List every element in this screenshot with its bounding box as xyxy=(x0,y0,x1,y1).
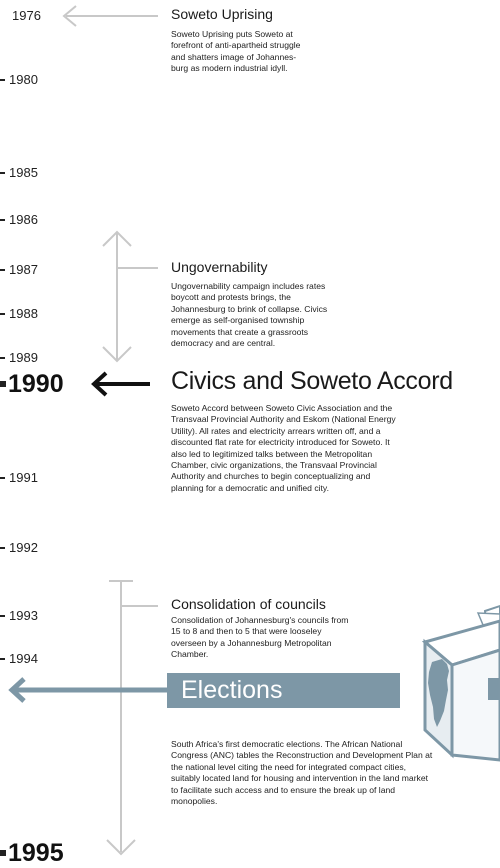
year-label-1990: 1990 xyxy=(0,369,64,399)
arrow-1990 xyxy=(91,371,150,397)
year-tick xyxy=(0,313,5,315)
event-body-ungovernability: Ungovernability campaign includes rates … xyxy=(171,281,328,349)
event-title-elections: Elections xyxy=(167,673,400,708)
year-tick xyxy=(0,357,5,359)
event-title-soweto-uprising: Soweto Uprising xyxy=(171,6,273,22)
year-tick xyxy=(0,615,5,617)
year-label: 1994 xyxy=(0,651,38,667)
arrow-1976 xyxy=(62,5,158,27)
event-title-consolidation: Consolidation of councils xyxy=(171,596,326,612)
year-label: 1976 xyxy=(12,8,41,23)
year-label: 1980 xyxy=(0,72,38,88)
event-title-civics-accord: Civics and Soweto Accord xyxy=(171,367,453,395)
event-body-elections: South Africa's first democratic election… xyxy=(171,739,433,807)
year-tick xyxy=(0,269,5,271)
event-body-civics-accord: Soweto Accord between Soweto Civic Assoc… xyxy=(171,403,396,493)
year-label: 1992 xyxy=(0,540,38,556)
year-label: 1993 xyxy=(0,608,38,624)
year-label: 1991 xyxy=(0,470,38,486)
year-tick xyxy=(0,658,5,660)
year-tick xyxy=(0,850,6,856)
year-label: 1986 xyxy=(0,212,38,228)
year-label: 1985 xyxy=(0,165,38,181)
year-label: 1987 xyxy=(0,262,38,278)
event-title-ungovernability: Ungovernability xyxy=(171,259,268,275)
year-label: 1989 xyxy=(0,350,38,366)
year-label: 1988 xyxy=(0,306,38,322)
year-label-1995: 1995 xyxy=(0,838,64,868)
year-tick xyxy=(0,381,6,387)
year-tick xyxy=(0,79,5,81)
year-tick xyxy=(0,219,5,221)
ballot-box-africa-icon xyxy=(421,604,500,762)
bracket-ungovernability xyxy=(102,230,158,363)
event-body-soweto-uprising: Soweto Uprising puts Soweto at forefront… xyxy=(171,29,301,74)
event-body-consolidation: Consolidation of Johannesburg's councils… xyxy=(171,615,349,660)
arrow-elections xyxy=(8,677,167,703)
bracket-consolidation xyxy=(106,580,158,856)
year-tick xyxy=(0,477,5,479)
year-tick xyxy=(0,172,5,174)
year-tick xyxy=(0,547,5,549)
